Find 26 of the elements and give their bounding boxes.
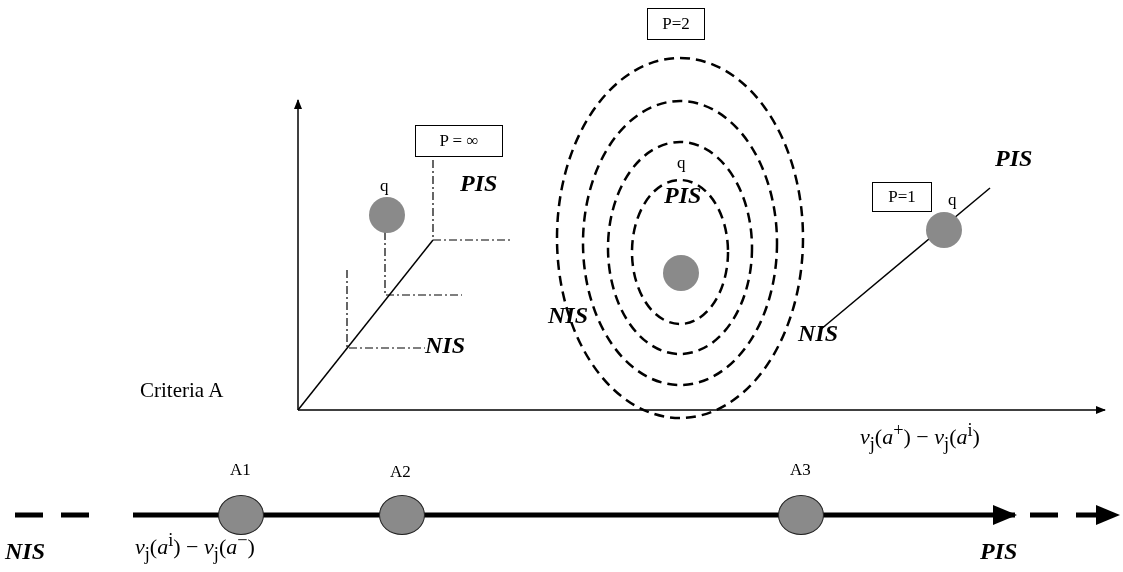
point-label: q xyxy=(677,153,686,173)
axis-end-label: PIS xyxy=(664,182,702,209)
axis-end-label: NIS xyxy=(5,538,46,565)
parameter-box: P=2 xyxy=(647,8,705,40)
point-label: A1 xyxy=(230,460,251,480)
point-marker xyxy=(379,495,425,535)
axis-end-label: PIS xyxy=(460,170,498,197)
formula-label: v$_{j}$(a$^{+}$) − v$_{j}$(a$^{i}$) xyxy=(860,420,980,455)
point-marker xyxy=(926,212,962,248)
point-label: q xyxy=(948,190,957,210)
point-marker xyxy=(663,255,699,291)
axis-end-label: NIS xyxy=(798,320,839,347)
axis-end-label: PIS xyxy=(995,145,1033,172)
axis-title: Criteria A xyxy=(140,378,224,403)
point-label: A2 xyxy=(390,462,411,482)
parameter-box: P = ∞ xyxy=(415,125,503,157)
axis-end-label: NIS xyxy=(548,302,589,329)
point-marker xyxy=(218,495,264,535)
axis-end-label: PIS xyxy=(980,538,1018,565)
parameter-box: P=1 xyxy=(872,182,932,212)
formula-label: v$_{j}$(a$^{i}$) − v$_{j}$(a$^{−}$) xyxy=(135,530,255,565)
point-label: q xyxy=(380,176,389,196)
point-label: A3 xyxy=(790,460,811,480)
axis-end-label: NIS xyxy=(425,332,466,359)
point-marker xyxy=(369,197,405,233)
point-marker xyxy=(778,495,824,535)
